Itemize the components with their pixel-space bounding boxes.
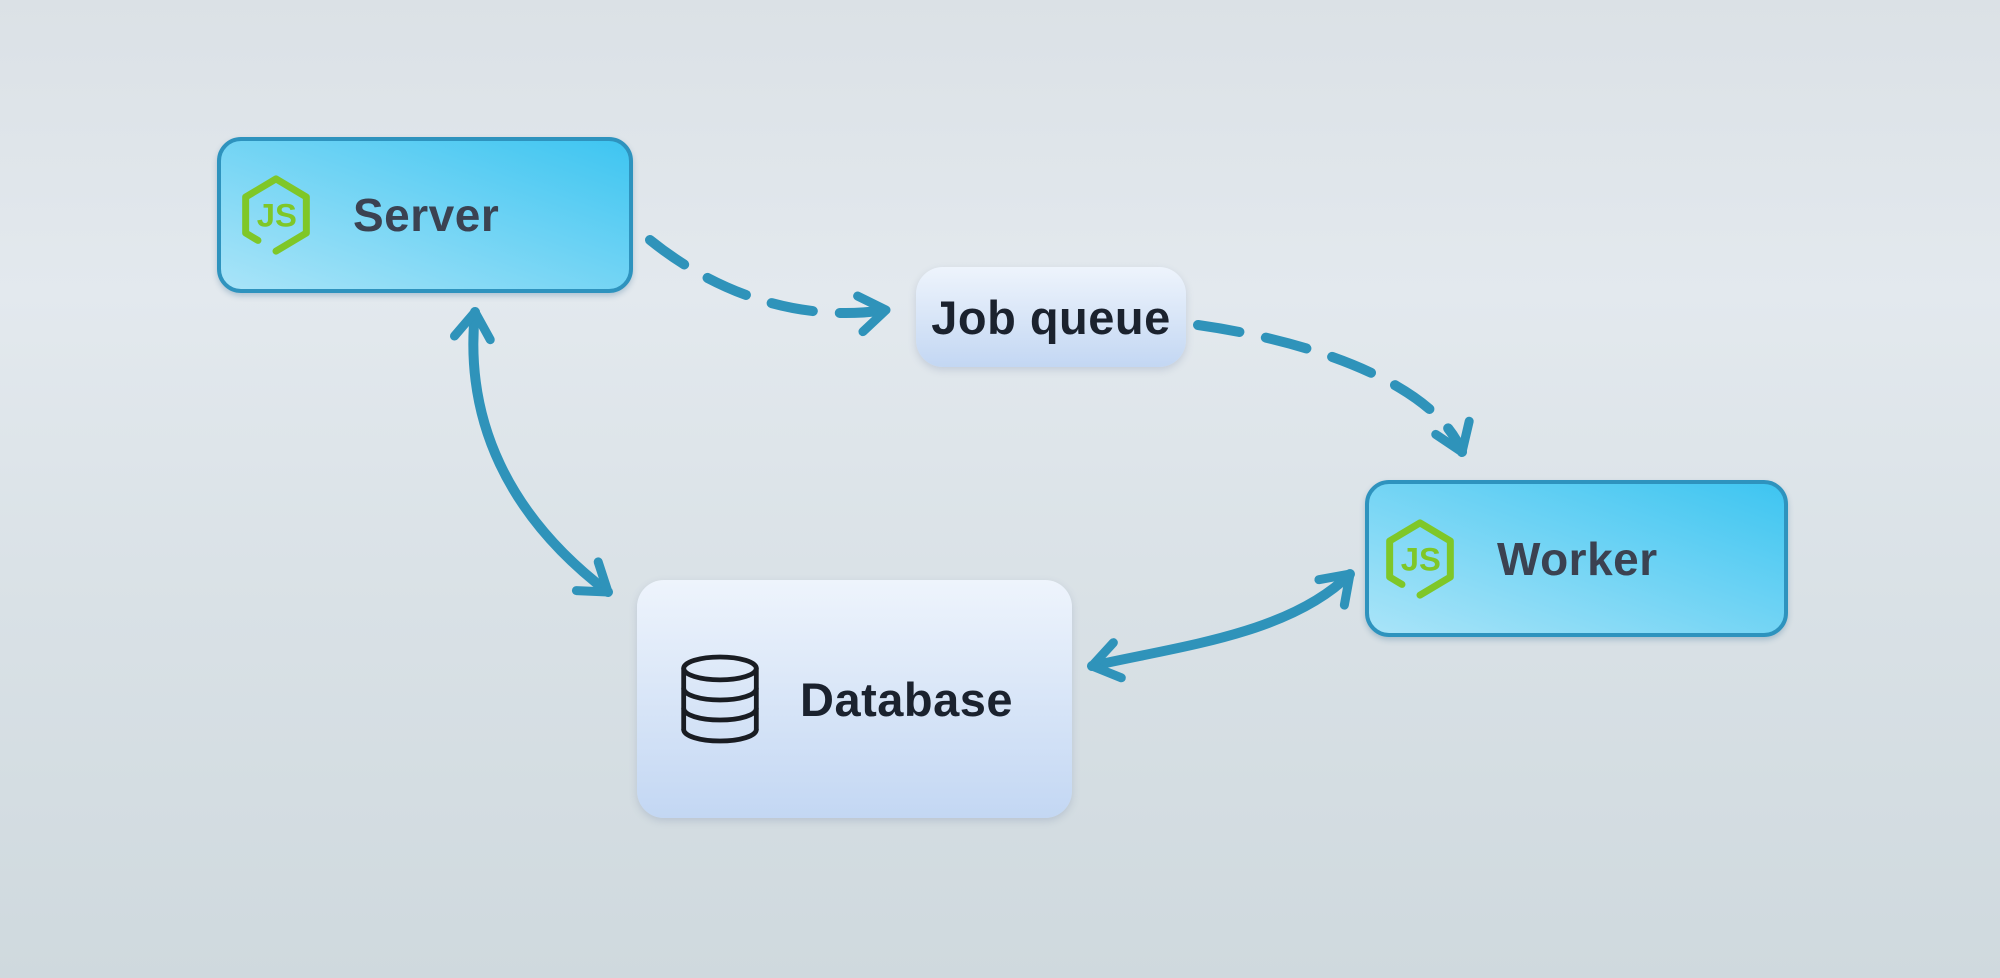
edge-server-to-jobqueue xyxy=(645,235,891,337)
nodejs-icon: JS xyxy=(1386,518,1454,599)
edge-jobqueue-to-worker xyxy=(1193,320,1474,457)
node-server: JS Server xyxy=(217,137,633,293)
nodejs-icon: JS xyxy=(242,175,310,255)
svg-text:JS: JS xyxy=(257,196,297,233)
node-database-label: Database xyxy=(800,672,1013,726)
svg-text:JS: JS xyxy=(1401,540,1441,577)
node-worker: JS Worker xyxy=(1365,480,1788,637)
node-worker-label: Worker xyxy=(1497,532,1658,585)
edge-database-worker-bidirectional xyxy=(1087,569,1355,683)
node-server-label: Server xyxy=(353,189,500,241)
database-icon xyxy=(681,654,759,744)
node-job-queue-label: Job queue xyxy=(931,290,1171,344)
edge-server-database-bidirectional xyxy=(449,307,613,597)
node-job-queue: Job queue xyxy=(916,267,1186,367)
node-database: Database xyxy=(637,580,1072,818)
